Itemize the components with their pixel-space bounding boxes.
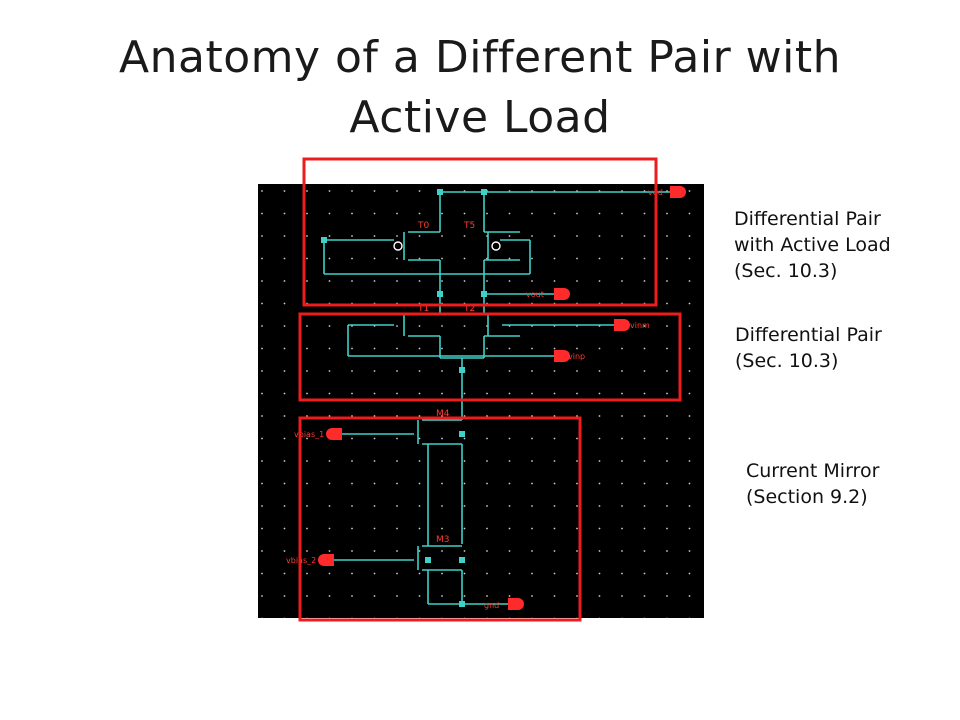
annotation-current-mirror: Current Mirror (Section 9.2) [746, 458, 879, 510]
annotation-line: (Section 9.2) [746, 486, 868, 508]
annotation-line: Differential Pair [735, 324, 882, 346]
vout-pin-label: vout [526, 290, 544, 299]
t0-label: T0 [417, 221, 429, 231]
pmos-supply [439, 192, 485, 232]
pmos-bubbles [393, 241, 501, 251]
t5-label: T5 [463, 221, 475, 231]
vbias1-pin-label: vbias_1 [294, 430, 324, 439]
t2-label: T2 [463, 304, 475, 314]
junctions [321, 189, 487, 607]
diff-pair-highlight-box [298, 312, 682, 402]
m4-label: M4 [436, 409, 450, 419]
vinp-pin-label: vinp [568, 352, 585, 361]
vout-pin-icon [554, 288, 570, 300]
gnd-pin-label: gnd [484, 601, 499, 610]
slide-title: Anatomy of a Different Pair with Active … [0, 28, 960, 148]
vinm-pin-label: vinm [630, 321, 650, 330]
annotation-line: Differential Pair [734, 208, 881, 230]
t5-body [484, 231, 520, 261]
annotation-line: (Sec. 10.3) [734, 260, 838, 282]
annotation-line: (Sec. 10.3) [735, 350, 839, 372]
t0-gate-bubble [393, 241, 403, 251]
slide-title-line-1: Anatomy of a Different Pair with [119, 32, 841, 83]
annotation-line: Current Mirror [746, 460, 880, 482]
wires [323, 191, 674, 605]
slide-title-line-2: Active Load [349, 92, 611, 143]
vbias1-pin-icon [326, 428, 342, 440]
m3-label: M3 [436, 535, 450, 545]
t1-label: T1 [417, 304, 429, 314]
annotation-line: with Active Load [734, 234, 891, 256]
current-mirror-highlight-box [298, 416, 582, 622]
t5-gate-bubble [491, 241, 501, 251]
vbias2-pin-icon [318, 554, 334, 566]
active-load-highlight-box [302, 157, 658, 307]
annotation-diff-pair: Differential Pair (Sec. 10.3) [735, 322, 882, 374]
annotation-active-load: Differential Pair with Active Load (Sec.… [734, 206, 891, 284]
gnd-pin-icon [508, 598, 524, 610]
t0-body [403, 231, 440, 261]
vinp-pin-icon [554, 350, 570, 362]
vdd-pin-icon [670, 186, 686, 198]
pin-markers [318, 186, 686, 610]
vinm-pin-icon [614, 319, 630, 331]
